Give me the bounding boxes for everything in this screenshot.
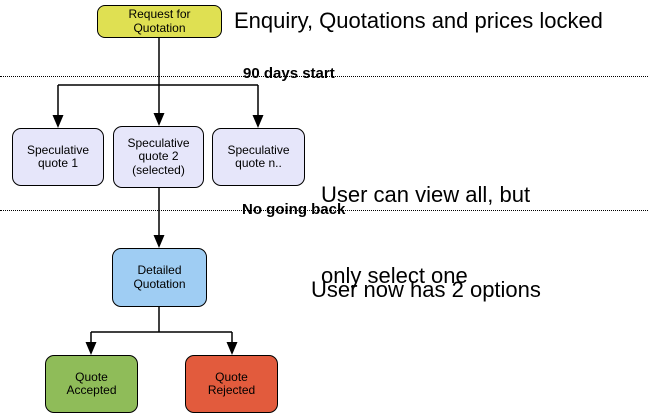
node-label-line: Speculative [127, 135, 190, 150]
node-quote-accepted: Quote Accepted [45, 355, 138, 413]
annotation-enquiry: Enquiry, Quotations and prices locked [234, 8, 603, 33]
phase-label-90-days-start: 90 days start [243, 65, 335, 82]
node-label-line: quote 2 [138, 149, 179, 164]
node-quote-rejected: Quote Rejected [185, 355, 278, 413]
node-speculative-quote-2-selected: Speculative quote 2 (selected) [113, 126, 204, 188]
annotation-two-options: User now has 2 options [311, 277, 541, 302]
node-label-line: Quotation [133, 276, 186, 291]
node-speculative-quote-1: Speculative quote 1 [12, 128, 104, 186]
node-request-for-quotation: Request for Quotation [97, 5, 222, 38]
arrowhead-spec3 [252, 115, 264, 128]
arrowhead-spec1 [52, 115, 64, 128]
phase-label-no-going-back: No going back [242, 201, 346, 218]
node-label-line: Quote [215, 369, 248, 384]
node-label-line: Accepted [66, 383, 117, 397]
node-speculative-quote-n: Speculative quote n.. [212, 128, 305, 186]
arrowhead-spec2 [153, 113, 165, 126]
node-label-line: Speculative [26, 142, 90, 157]
node-label-line: Speculative [227, 142, 290, 157]
node-detailed-quotation: Detailed Quotation [112, 248, 207, 307]
phase-divider-line-1 [0, 76, 648, 77]
node-label-line: Rejected [207, 383, 256, 397]
arrowhead-accepted [85, 342, 97, 355]
annotation-view-all-line1: User can view all, but [321, 182, 531, 207]
arrowhead-rejected [226, 342, 238, 355]
annotation-view-all: User can view all, but only select one [321, 127, 530, 343]
annotation-view-all-line2: only select one [321, 263, 468, 288]
node-label-line: Quote [75, 369, 108, 384]
arrowhead-detailed [153, 235, 165, 248]
node-label-line: Request for [128, 7, 191, 21]
node-label-line: Quotation [133, 20, 186, 35]
phase-divider-line-2 [0, 210, 648, 211]
node-label-line: quote 1 [37, 156, 79, 170]
node-label-line: quote n.. [235, 156, 282, 170]
node-label-line: Detailed [137, 263, 182, 277]
node-label-line: (selected) [132, 162, 185, 177]
